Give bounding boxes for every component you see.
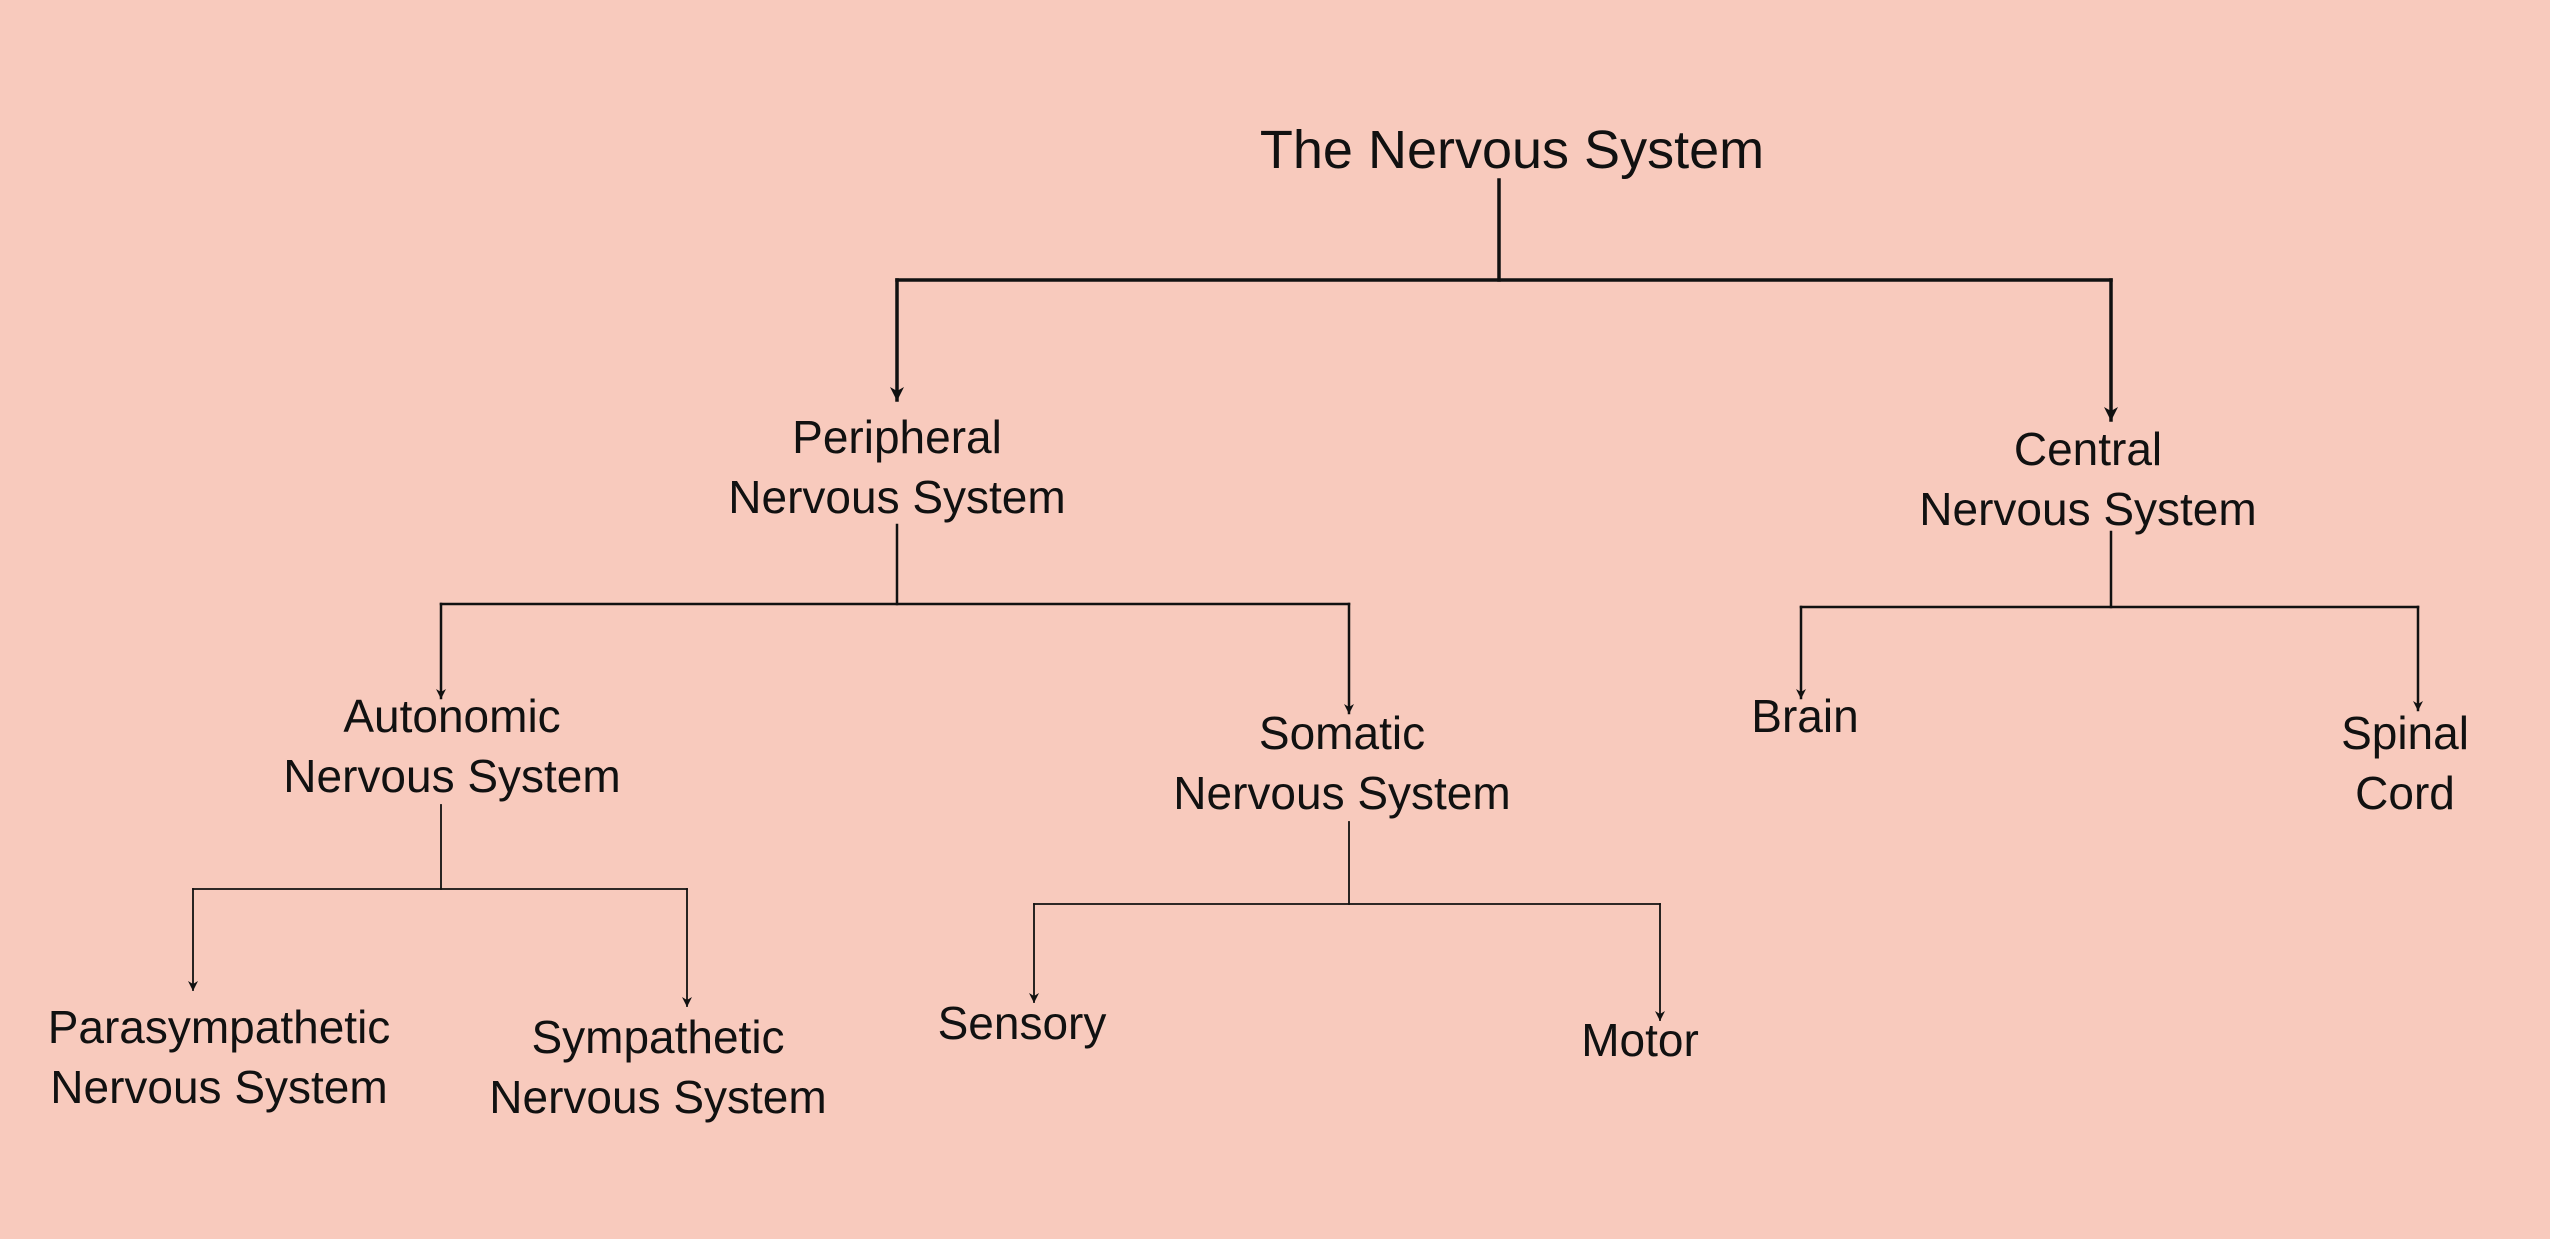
central-line1: Central [2013,423,2163,475]
node-somatic-nervous-system: Somatic Nervous System [1173,703,1510,823]
central-line2: Nervous System [1919,483,2257,535]
spinal-cord-line2: Cord [2355,767,2455,819]
node-central-nervous-system: Central Nervous System [1919,419,2256,539]
node-motor: Motor [1581,1010,1699,1070]
node-parasympathetic-nervous-system: Parasympathetic Nervous System [48,997,391,1117]
sensory-line1: Sensory [937,997,1107,1049]
parasympathetic-line2: Nervous System [50,1061,388,1113]
autonomic-line2: Nervous System [283,750,621,802]
peripheral-line2: Nervous System [728,471,1066,523]
node-spinal-cord: Spinal Cord [2341,703,2469,823]
sympathetic-line1: Sympathetic [531,1011,785,1063]
somatic-line1: Somatic [1258,707,1426,759]
somatic-line2: Nervous System [1173,767,1511,819]
motor-line1: Motor [1581,1014,1699,1066]
root-title-text: The Nervous System [1259,120,1765,180]
root-node-title: The Nervous System [1260,117,1764,183]
autonomic-line1: Autonomic [343,690,561,742]
spinal-cord-line1: Spinal [2341,707,2469,759]
node-sensory: Sensory [938,993,1107,1053]
brain-line1: Brain [1751,690,1859,742]
node-autonomic-nervous-system: Autonomic Nervous System [283,686,620,806]
sympathetic-line2: Nervous System [489,1071,827,1123]
node-peripheral-nervous-system: Peripheral Nervous System [728,407,1065,527]
node-sympathetic-nervous-system: Sympathetic Nervous System [489,1007,826,1127]
peripheral-line1: Peripheral [792,411,1002,463]
node-brain: Brain [1751,686,1858,746]
parasympathetic-line1: Parasympathetic [47,1001,391,1053]
